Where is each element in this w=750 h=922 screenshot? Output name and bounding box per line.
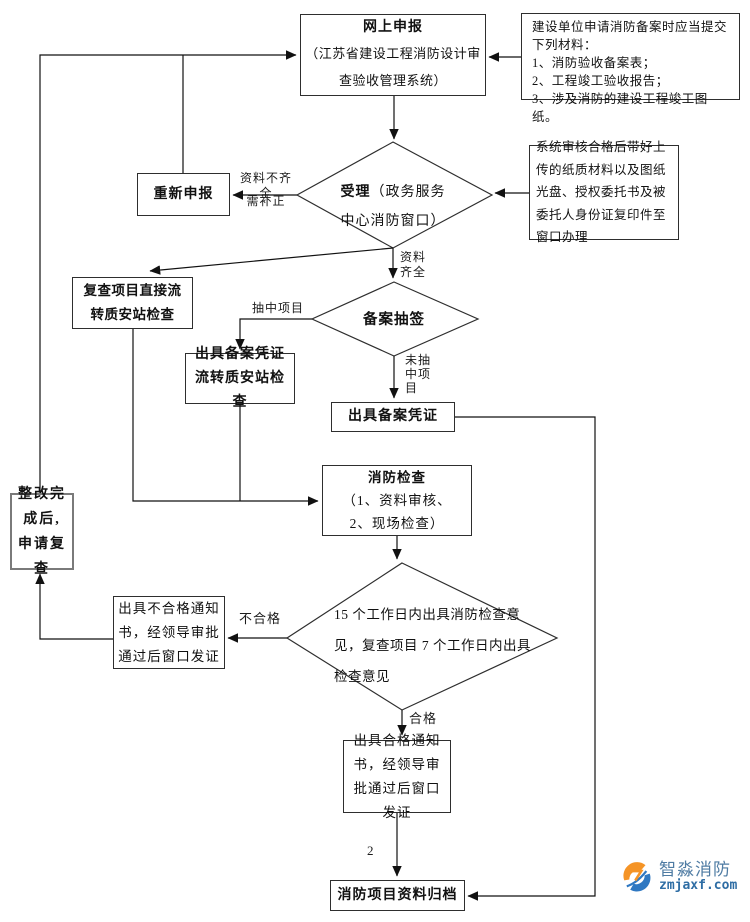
inspection-line-1: （1、资料审核、	[342, 493, 452, 508]
materials-item-2: 2、工程竣工验收报告；	[532, 74, 669, 88]
logo-icon	[620, 860, 654, 894]
edge-recheck-to-inspect	[132, 329, 319, 506]
diamond-accept-text: 受理（政务服务 中心消防窗口）	[330, 178, 456, 236]
label-not-selected-project: 未抽中项目	[405, 353, 432, 395]
node-issue-voucher: 出具备案凭证	[331, 402, 455, 432]
site-logo: 智淼消防 zmjaxf.com	[620, 860, 737, 894]
accept-line-2: 中心消防窗口）	[340, 214, 446, 229]
edge-fail-to-rectify	[35, 573, 113, 640]
node-recheck-direct-transfer: 复查项目直接流转质安站检查	[72, 277, 193, 329]
edge-accept-to-recheck	[149, 247, 394, 275]
node-archive: 消防项目资料归档	[330, 880, 465, 911]
materials-item-3: 3、涉及消防的建设工程竣工图纸。	[532, 92, 708, 124]
note-system-check: 系统审核合格后带好上传的纸质材料以及图纸光盘、授权委托书及被委托人身份证复印件至…	[529, 140, 679, 244]
label-need-correction: 需补正	[246, 194, 286, 208]
label-page-number: 2	[367, 843, 375, 858]
note-required-materials: 建设单位申请消防备案时应当提交下列材料： 1、消防验收备案表； 2、工程竣工验收…	[521, 13, 740, 124]
materials-item-1: 1、消防验收备案表；	[532, 56, 656, 70]
node-fire-inspection: 消防检查 （1、资料审核、 2、现场检查）	[322, 465, 472, 536]
node-fail-notice: 出具不合格通知书，经领导审批通过后窗口发证	[113, 596, 225, 669]
inspection-line-2: 2、现场检查）	[349, 516, 445, 531]
label-qualified: 合格	[409, 711, 438, 726]
edge-lottery-to-voucherflow	[235, 318, 312, 350]
note-text: 系统审核合格后带好上传的纸质材料以及图纸光盘、授权委托书及被委托人身份证复印件至…	[536, 140, 667, 245]
edge-feedback-to-online	[39, 50, 297, 493]
node-title: 消防检查	[368, 470, 426, 485]
label-materials-incomplete: 资料不齐全	[239, 171, 292, 200]
label-selected-project: 抽中项目	[252, 301, 305, 315]
accept-line-1: 受理（政务服务	[340, 185, 446, 200]
edge-voucher-to-archive	[455, 416, 596, 901]
logo-domain: zmjaxf.com	[659, 878, 738, 894]
label-unqualified: 不合格	[239, 611, 282, 626]
node-title: 网上申报	[363, 20, 423, 35]
diamond-lottery-text: 备案抽签	[363, 312, 425, 328]
node-online-declaration: 网上申报 （江苏省建设工程消防设计审查验收管理系统）	[300, 14, 486, 96]
node-reapply: 重新申报	[137, 173, 230, 216]
diamond-opinion-text: 15 个工作日内出具消防检查意见，复查项目 7 个工作日内出具检查意见	[334, 607, 531, 684]
node-pass-notice: 出具合格通知书，经领导审批通过后窗口发证	[343, 733, 451, 820]
logo-title: 智淼消防	[659, 860, 731, 880]
materials-intro: 建设单位申请消防备案时应当提交下列材料：	[532, 20, 728, 52]
node-subtitle: （江苏省建设工程消防设计审查验收管理系统）	[305, 46, 481, 88]
label-materials-complete: 资料齐全	[400, 250, 427, 279]
node-voucher-and-transfer: 出具备案凭证流转质安站检查	[185, 347, 295, 410]
node-rectify-and-recheck: 整改完成后,申请复查	[10, 487, 74, 577]
